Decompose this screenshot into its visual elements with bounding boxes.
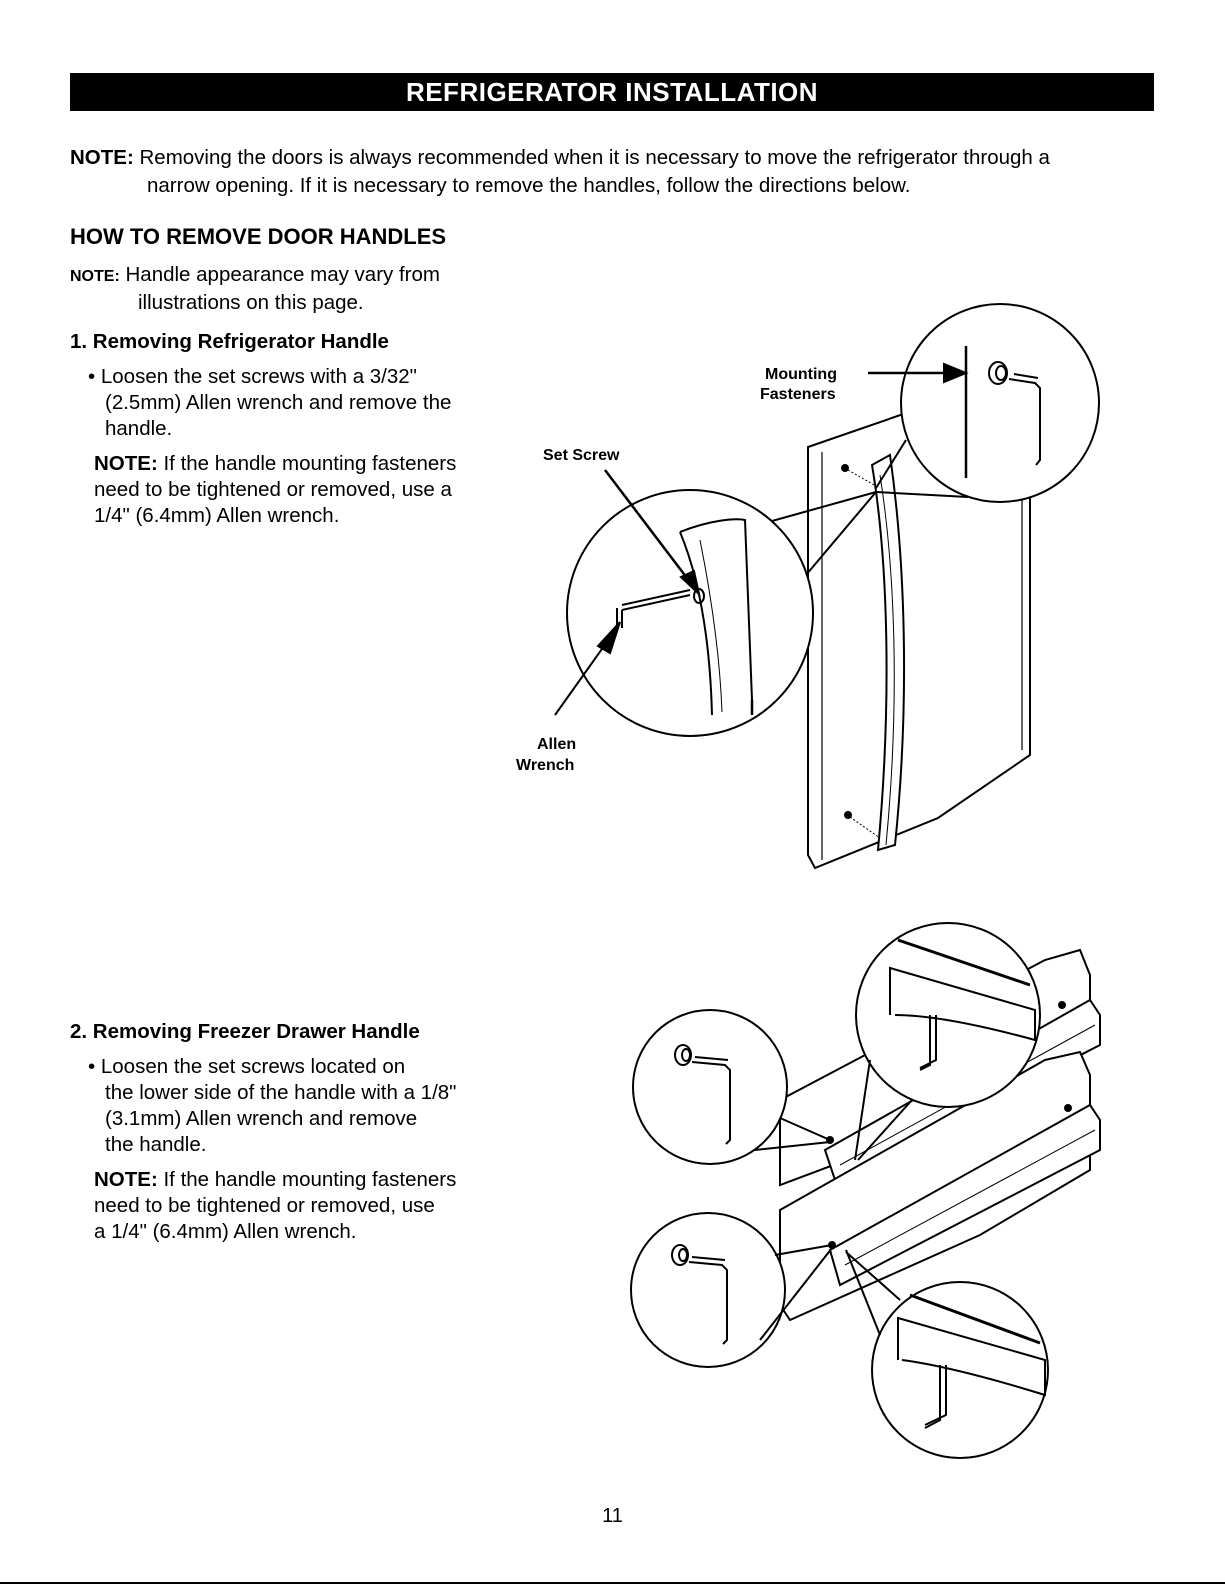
zoom-circle-upper-fastener (632, 1009, 788, 1165)
page-title: REFRIGERATOR INSTALLATION (70, 73, 1154, 111)
note-label: NOTE: (70, 146, 134, 169)
callout-fasteners: Fasteners (760, 386, 836, 403)
callout-allen: Allen (537, 736, 576, 753)
zoom-circle-upper-handle (855, 922, 1041, 1108)
step2-note-line: a 1/4" (6.4mm) Allen wrench. (94, 1220, 357, 1243)
bottom-rule (0, 1582, 1225, 1584)
step1-bullet-line: • Loosen the set screws with a 3/32" (88, 365, 417, 388)
note-label: NOTE: (94, 1168, 158, 1191)
step2-note: NOTE: If the handle mounting fasteners n… (94, 1167, 456, 1245)
door-handle (870, 453, 906, 852)
step2-bullet-line: • Loosen the set screws located on (88, 1055, 406, 1078)
appearance-note: NOTE: Handle appearance may vary from il… (70, 262, 440, 316)
zoom-circle-lower-handle (871, 1281, 1049, 1459)
arrow-head (596, 621, 621, 655)
section-heading: HOW TO REMOVE DOOR HANDLES (70, 224, 447, 249)
step1-note: NOTE: If the handle mounting fasteners n… (94, 451, 456, 529)
callout-mounting: Mounting (765, 366, 837, 383)
step2-bullet-line: (3.1mm) Allen wrench and remove (105, 1107, 418, 1130)
arrow-head (679, 569, 701, 597)
page-number: 11 (602, 1505, 623, 1527)
fastener-dot (841, 464, 849, 472)
callout-wrench: Wrench (516, 757, 574, 774)
fastener-dot (1064, 1104, 1072, 1112)
step1-note-line: need to be tightened or removed, use a (94, 478, 452, 501)
step2-bullet-line: the lower side of the handle with a 1/8" (105, 1081, 457, 1104)
fastener-dot (1058, 1001, 1066, 1009)
note-line-1: Removing the doors is always recommended… (139, 146, 1050, 169)
top-note: NOTE: Removing the doors is always recom… (70, 144, 1160, 200)
note-line-1: Handle appearance may vary from (125, 263, 440, 286)
step1-note-line: If the handle mounting fasteners (163, 452, 457, 475)
step1-heading: 1. Removing Refrigerator Handle (70, 330, 389, 353)
step2-bullet-line: the handle. (105, 1133, 207, 1156)
fastener-dot (844, 811, 852, 819)
note-label: NOTE: (94, 452, 158, 475)
step2-note-line: need to be tightened or removed, use (94, 1194, 435, 1217)
step2-bullet: • Loosen the set screws located on the l… (88, 1054, 456, 1158)
arrow-head (943, 362, 969, 384)
callout-set-screw: Set Screw (543, 447, 620, 464)
step1-bullet: • Loosen the set screws with a 3/32" (2.… (88, 364, 451, 442)
zoom-circle-mounting (900, 303, 1100, 503)
note-line-2: illustrations on this page. (138, 291, 364, 314)
note-label: NOTE: (70, 268, 120, 285)
zoom-circle-lower-fastener (630, 1212, 786, 1368)
note-line-2: narrow opening. If it is necessary to re… (147, 174, 911, 197)
step1-bullet-line: handle. (105, 417, 173, 440)
step1-note-line: 1/4" (6.4mm) Allen wrench. (94, 504, 340, 527)
step1-bullet-line: (2.5mm) Allen wrench and remove the (105, 391, 452, 414)
step2-heading: 2. Removing Freezer Drawer Handle (70, 1020, 420, 1043)
step2-note-line: If the handle mounting fasteners (163, 1168, 457, 1191)
